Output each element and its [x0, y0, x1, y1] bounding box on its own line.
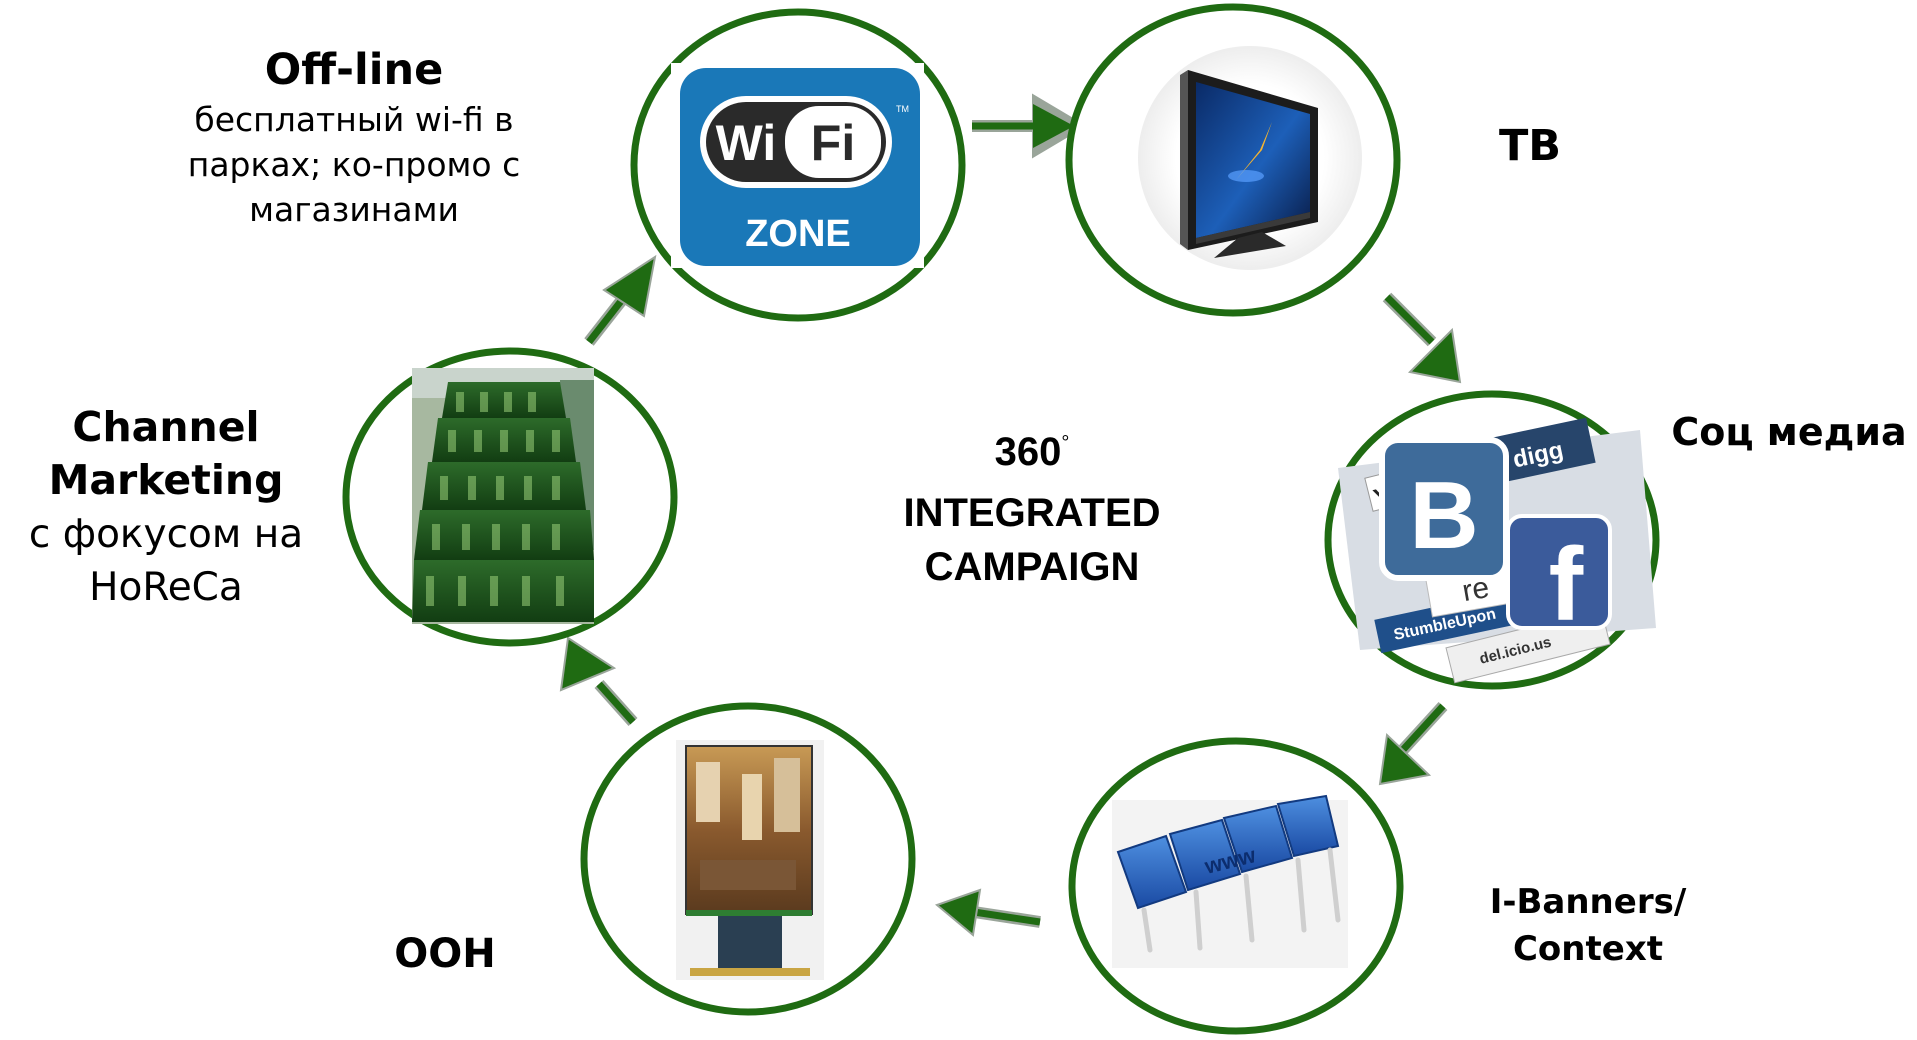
- wifi-tm: TM: [896, 104, 909, 114]
- arrow-banners-to-ooh: [935, 888, 1041, 937]
- social-media-node: You digg StumbleUpon del.icio.us re B f: [1324, 390, 1660, 690]
- arrow-tv-to-social: [1382, 292, 1462, 384]
- facebook-logo: [1506, 514, 1612, 630]
- beer-display-icon: [412, 368, 594, 624]
- offline-title: Off-line: [265, 45, 444, 95]
- ooh-billboard-icon: [676, 740, 824, 980]
- wifi-word-fi: Fi: [811, 115, 855, 171]
- facebook-logo-letter: f: [1549, 527, 1584, 643]
- arrow-channel-to-wifi: [584, 254, 657, 346]
- wifi-zone-text: ZONE: [745, 213, 851, 255]
- channel-desc-line2: HoReCa: [89, 565, 243, 610]
- social-media-collage: You digg StumbleUpon del.icio.us re B f: [1338, 417, 1656, 684]
- tv-label: ТВ: [1499, 121, 1561, 171]
- ooh-label: OOH: [394, 931, 495, 977]
- offline-desc-line2: парках; ко-промо с: [188, 145, 521, 184]
- wifi-zone-sign: Wi Fi TM ZONE: [671, 63, 924, 268]
- arrow-wifi-to-tv: [972, 93, 1087, 159]
- arrow-social-to-banners: [1378, 701, 1448, 786]
- social-media-label: Соц медиа: [1671, 410, 1906, 454]
- wifi-word-wi: Wi: [716, 115, 777, 171]
- arrow-ooh-to-channel: [559, 636, 638, 727]
- ooh-node: [580, 702, 916, 1016]
- channel-title-line1: Channel: [72, 403, 259, 451]
- vk-logo: [1379, 437, 1509, 581]
- center-title-integrated: INTEGRATED: [903, 491, 1160, 535]
- center-title-360: 360°: [995, 430, 1070, 474]
- offline-desc-line1: бесплатный wi-fi в: [194, 100, 513, 139]
- banners-label-line2: Context: [1513, 929, 1663, 969]
- tv-icon: [1180, 70, 1318, 258]
- www-people-icon: www: [1112, 794, 1348, 968]
- wifi-node: Wi Fi TM ZONE: [630, 8, 966, 322]
- center-title-campaign: CAMPAIGN: [925, 545, 1140, 589]
- banners-node: www: [1068, 737, 1404, 1035]
- channel-desc-line1: с фокусом на: [29, 512, 303, 557]
- vk-logo-letter: B: [1409, 462, 1478, 569]
- banners-label-line1: I-Banners/: [1490, 882, 1687, 922]
- channel-node: [342, 347, 678, 647]
- tv-node: [1065, 3, 1401, 317]
- channel-title-line2: Marketing: [49, 456, 284, 504]
- offline-desc-line3: магазинами: [249, 190, 459, 229]
